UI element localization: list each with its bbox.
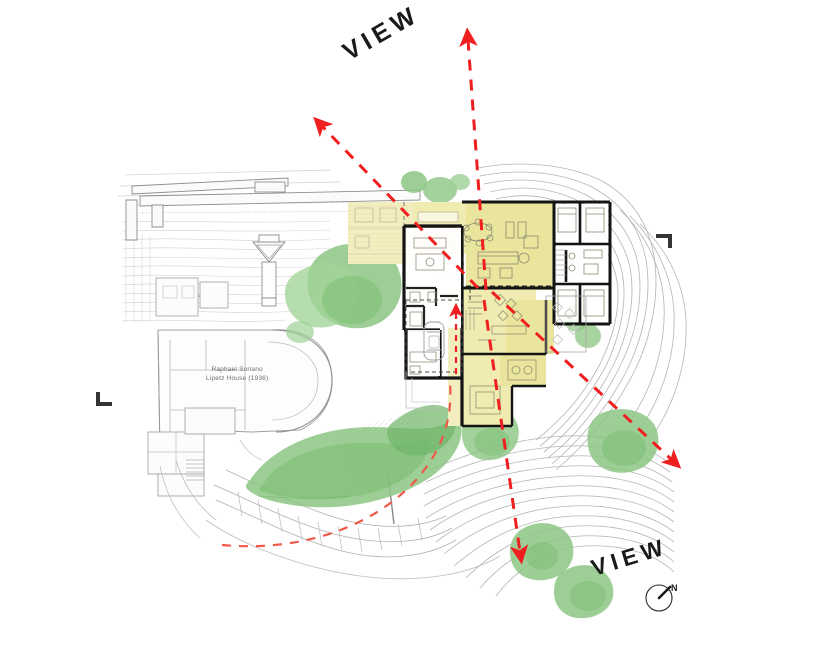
tree-canopy <box>474 428 510 456</box>
contours-right <box>477 163 687 471</box>
caption-line-house: Lipetz House (1936) <box>206 375 269 382</box>
arrow-south <box>482 299 529 565</box>
arrow-north <box>459 27 488 291</box>
tree-canopy <box>570 581 606 611</box>
north-needle <box>657 585 672 600</box>
tree-canopy <box>401 171 427 193</box>
north-arrow-label: N <box>671 583 678 593</box>
tree-canopy <box>510 523 574 581</box>
arrow-northwest <box>313 116 480 290</box>
tree-canopy <box>587 409 659 473</box>
carport <box>405 299 463 373</box>
living-room-furniture <box>477 221 539 279</box>
existing-house-caption: Raphael Soriano Lipetz House (1936) <box>206 365 268 383</box>
arrow-southeast <box>490 290 682 469</box>
crop-marks <box>96 234 672 406</box>
tree-canopy <box>602 430 646 466</box>
terrace-east <box>545 295 587 353</box>
yellow-zone-tail-east <box>500 354 546 386</box>
crop-mark-left <box>96 392 112 406</box>
yellow-zone-living-dining <box>466 202 554 290</box>
view-arrows <box>313 27 682 565</box>
tree-canopy <box>450 174 470 190</box>
north-arrow <box>645 584 673 612</box>
tree-canopy <box>286 321 314 343</box>
existing-house-lower-annex <box>147 407 236 497</box>
tree-canopy <box>554 565 614 619</box>
retaining-walls-upper-left <box>125 177 421 241</box>
dashed-divider <box>466 285 554 300</box>
pylon-marker <box>252 234 286 307</box>
tree-canopy <box>526 542 558 570</box>
tree-canopy <box>322 276 382 324</box>
tree-canopy <box>259 438 429 500</box>
tree-canopy <box>423 177 457 203</box>
car-outline <box>423 321 445 361</box>
plan-east-wing-interior <box>554 202 610 324</box>
tree-canopy <box>575 324 601 348</box>
existing-house-upper-wing <box>155 277 229 317</box>
crop-mark-right <box>656 234 672 248</box>
tree-canopy <box>387 405 456 456</box>
caption-line-architect: Raphael Soriano <box>211 366 263 373</box>
approach-paving <box>405 372 440 409</box>
